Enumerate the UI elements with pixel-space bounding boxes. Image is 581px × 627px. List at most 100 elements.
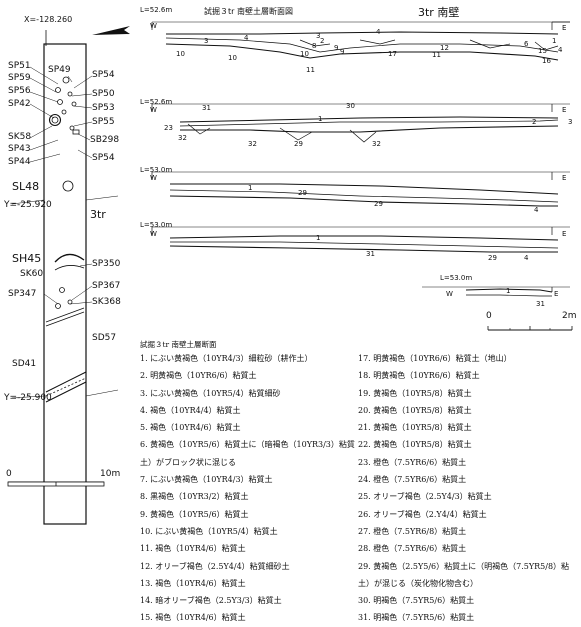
svg-text:3: 3 xyxy=(316,32,320,40)
profile-1-level: L=52.6m xyxy=(140,6,172,14)
feature-label: SP347 xyxy=(8,289,36,299)
feature-label: SP42 xyxy=(8,99,31,109)
legend-item: 12. オリーブ褐色（2.5Y4/4）粘質細砂土 xyxy=(140,561,290,571)
feature-label: SP51 xyxy=(8,61,31,71)
feature-label: SP367 xyxy=(92,281,120,291)
svg-text:W: W xyxy=(150,106,157,114)
svg-text:2: 2 xyxy=(532,118,536,126)
profile-2-level: L=52.6m xyxy=(140,98,172,106)
legend-item: 21. 黄褐色（10YR5/8）粘質土 xyxy=(358,423,472,433)
legend-item: 30. 明褐色（7.5YR5/6）粘質土 xyxy=(358,596,475,606)
svg-text:11: 11 xyxy=(432,51,441,59)
legend-column-left: 1. にぶい黄褐色（10YR4/3）細粒砂（耕作土） 2. 明黄褐色（10YR6… xyxy=(140,350,355,627)
svg-text:3: 3 xyxy=(568,118,572,126)
y-coordinate-label: Y=-25.900 xyxy=(3,393,52,403)
svg-text:4: 4 xyxy=(244,34,249,42)
legend-item: 20. 黄褐色（10YR5/8）粘質土 xyxy=(358,405,472,415)
section-subtitle: 3tr 南壁 xyxy=(418,5,459,19)
legend-item: 3. にぶい黄褐色（10YR5/4）粘質細砂 xyxy=(140,388,281,398)
svg-text:10: 10 xyxy=(228,54,237,62)
svg-text:0: 0 xyxy=(6,469,12,479)
svg-text:29: 29 xyxy=(488,254,497,262)
svg-text:1: 1 xyxy=(248,184,252,192)
section-profile-2 xyxy=(151,103,570,143)
svg-text:4: 4 xyxy=(524,254,529,262)
section-profile-3 xyxy=(151,171,570,207)
plan-features xyxy=(45,76,87,403)
svg-text:8: 8 xyxy=(312,42,316,50)
svg-text:15: 15 xyxy=(538,47,547,55)
svg-text:4: 4 xyxy=(534,206,539,214)
feature-label: SP56 xyxy=(8,86,31,96)
feature-label: SP59 xyxy=(8,73,31,83)
feature-label: SK368 xyxy=(92,297,121,307)
svg-text:10: 10 xyxy=(300,50,309,58)
legend-item: 4. 褐色（10YR4/4）粘質土 xyxy=(140,405,241,415)
svg-text:31: 31 xyxy=(366,250,375,258)
svg-text:9: 9 xyxy=(334,44,338,52)
svg-text:31: 31 xyxy=(202,104,211,112)
svg-text:E: E xyxy=(554,290,558,298)
svg-text:6: 6 xyxy=(524,40,529,48)
legend-item: 18. 明黄褐色（10YR6/6）粘質土 xyxy=(358,371,480,381)
legend-item: 23. 橙色（7.5YR6/6）粘質土 xyxy=(358,457,467,467)
svg-text:0: 0 xyxy=(486,311,492,321)
section-title: 試掘３tr 南壁土層断面図 xyxy=(204,6,293,16)
svg-text:10: 10 xyxy=(176,50,185,58)
legend-item: 8. 黒褐色（10YR3/2）粘質土 xyxy=(140,492,249,502)
legend-item: 6. 黄褐色（10YR5/6）粘質土に（暗褐色（10YR3/3）粘質土）がブロッ… xyxy=(140,440,355,467)
section-profile-4 xyxy=(151,226,570,253)
legend-item: 15. 褐色（10YR4/6）粘質土 xyxy=(140,613,246,623)
svg-text:E: E xyxy=(562,106,566,114)
svg-text:W: W xyxy=(446,290,453,298)
section-profile-1 xyxy=(151,21,570,61)
svg-text:9: 9 xyxy=(340,48,344,56)
section-scale-bar: 0 2m xyxy=(486,311,577,331)
legend-item: 31. 明褐色（7.5YR5/6）粘質土 xyxy=(358,613,475,623)
legend-item: 10. にぶい黄褐色（10YR5/4）粘質土 xyxy=(140,526,278,536)
feature-label: SH45 xyxy=(12,252,41,265)
legend-column-right: 17. 明黄褐色（10YR6/6）粘質土（地山） 18. 明黄褐色（10YR6/… xyxy=(358,350,581,627)
legend-item: 26. オリーブ褐色（2.Y4/4）粘質土 xyxy=(358,509,487,519)
legend-item: 27. 橙色（7.5YR6/8）粘質土 xyxy=(358,526,467,536)
legend-item: 24. 橙色（7.5YR6/6）粘質土 xyxy=(358,475,467,485)
svg-text:4: 4 xyxy=(376,28,381,36)
soil-section-profiles: 試掘３tr 南壁土層断面図 3tr 南壁 L=52.6m W E 3 10 10… xyxy=(140,5,572,308)
svg-text:1: 1 xyxy=(506,287,510,295)
svg-text:1: 1 xyxy=(316,234,320,242)
feature-label: SP43 xyxy=(8,144,31,154)
legend-item: 28. 橙色（7.5YR6/6）粘質土 xyxy=(358,544,467,554)
feature-label: SP53 xyxy=(92,103,115,113)
legend-item: 25. オリーブ褐色（2.5Y4/3）粘質土 xyxy=(358,492,492,502)
svg-text:23: 23 xyxy=(164,124,173,132)
svg-text:29: 29 xyxy=(298,189,307,197)
legend-item: 9. 黄褐色（10YR5/6）粘質土 xyxy=(140,509,249,519)
svg-text:11: 11 xyxy=(306,66,315,74)
trench-label: 3tr xyxy=(90,208,106,221)
soil-layer-legend: 試掘３tr 南壁土層断面 1. にぶい黄褐色（10YR4/3）細粒砂（耕作土） … xyxy=(140,336,581,622)
svg-text:E: E xyxy=(562,174,566,182)
svg-text:29: 29 xyxy=(374,200,383,208)
svg-text:E: E xyxy=(562,230,566,238)
feature-label: SK60 xyxy=(20,269,43,279)
feature-label: SB298 xyxy=(90,135,119,145)
feature-label: SP54 xyxy=(92,70,115,80)
north-arrow-icon xyxy=(92,26,130,35)
trench-plan-view: X=-128.260 SP51 SP59 SP56 xyxy=(3,15,130,525)
svg-text:W: W xyxy=(150,22,157,30)
feature-label: SP44 xyxy=(8,157,31,167)
svg-text:4: 4 xyxy=(558,46,563,54)
legend-item: 1. にぶい黄褐色（10YR4/3）細粒砂（耕作土） xyxy=(140,354,313,363)
feature-label: SD57 xyxy=(92,333,116,343)
svg-text:31: 31 xyxy=(536,300,545,308)
legend-item: 29. 黄褐色（2.5Y5/6）粘質土に（明褐色（7.5YR5/8）粘土）が混じ… xyxy=(358,561,570,588)
svg-text:E: E xyxy=(562,24,566,32)
feature-label: SP50 xyxy=(92,89,115,99)
legend-item: 7. にぶい黄褐色（10YR4/3）粘質土 xyxy=(140,475,273,485)
feature-label: SK58 xyxy=(8,132,31,142)
svg-text:32: 32 xyxy=(372,140,381,148)
section-profile-5 xyxy=(422,286,570,297)
feature-label: SP55 xyxy=(92,117,115,127)
svg-text:32: 32 xyxy=(248,140,257,148)
svg-text:29: 29 xyxy=(294,140,303,148)
